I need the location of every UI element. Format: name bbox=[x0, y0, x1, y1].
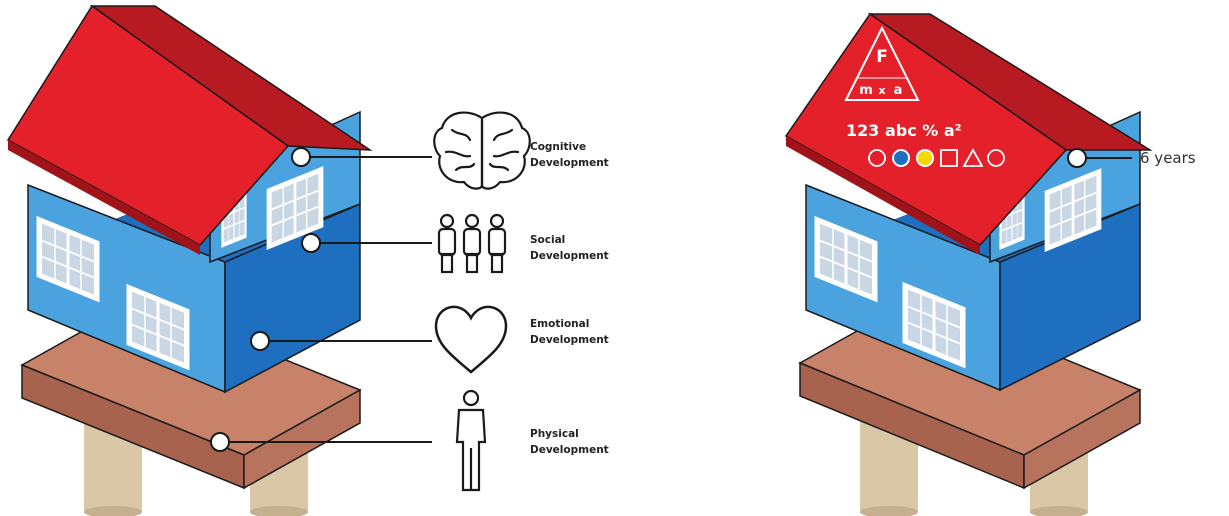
left-labels: Cognitive Development Social Development… bbox=[530, 141, 609, 456]
label-emotional-line1: Emotional bbox=[530, 318, 589, 330]
years-label: 6 years bbox=[1140, 149, 1196, 167]
label-cognitive-line1: Cognitive bbox=[530, 141, 586, 153]
label-physical-line2: Development bbox=[530, 444, 609, 456]
callout-dot-social bbox=[301, 233, 321, 253]
label-emotional-line2: Development bbox=[530, 334, 609, 346]
brain-icon bbox=[433, 111, 531, 190]
formula-left: m bbox=[859, 83, 873, 98]
label-social-line1: Social bbox=[530, 234, 565, 246]
circle-outline-icon bbox=[868, 149, 886, 167]
yellow-circle-icon bbox=[916, 149, 934, 167]
callout-dot-emotional bbox=[250, 331, 270, 351]
label-physical-line1: Physical bbox=[530, 428, 579, 440]
callout-dot-cognitive bbox=[291, 147, 311, 167]
left-house: Cognitive Development Social Development… bbox=[6, 4, 609, 516]
right-roof: F m x a 123 abc % a² bbox=[784, 12, 1153, 255]
square-icon bbox=[940, 149, 958, 167]
formula-triangle: F m x a bbox=[844, 25, 920, 101]
heart-icon bbox=[434, 305, 508, 374]
right-house: F m x a 123 abc % a² 6 years bbox=[784, 12, 1196, 516]
circle-outline-icon-2 bbox=[987, 149, 1005, 167]
callout-dot-physical bbox=[210, 432, 230, 452]
blue-circle-icon bbox=[892, 149, 910, 167]
formula-right: a bbox=[894, 83, 903, 98]
callout-dot-years bbox=[1067, 148, 1087, 168]
triangle-icon bbox=[962, 148, 984, 167]
label-cognitive-line2: Development bbox=[530, 157, 609, 169]
right-pillars bbox=[860, 420, 1088, 516]
formula-top: F bbox=[876, 47, 888, 67]
roof-text: 123 abc % a² bbox=[846, 121, 962, 140]
label-social-line2: Development bbox=[530, 250, 609, 262]
people-icon bbox=[437, 213, 507, 274]
right-callout: 6 years bbox=[1067, 148, 1196, 168]
left-callouts bbox=[210, 147, 432, 452]
shape-symbols bbox=[868, 148, 1005, 167]
formula-times: x bbox=[878, 84, 885, 97]
person-icon bbox=[455, 389, 487, 492]
left-roof bbox=[6, 4, 373, 255]
